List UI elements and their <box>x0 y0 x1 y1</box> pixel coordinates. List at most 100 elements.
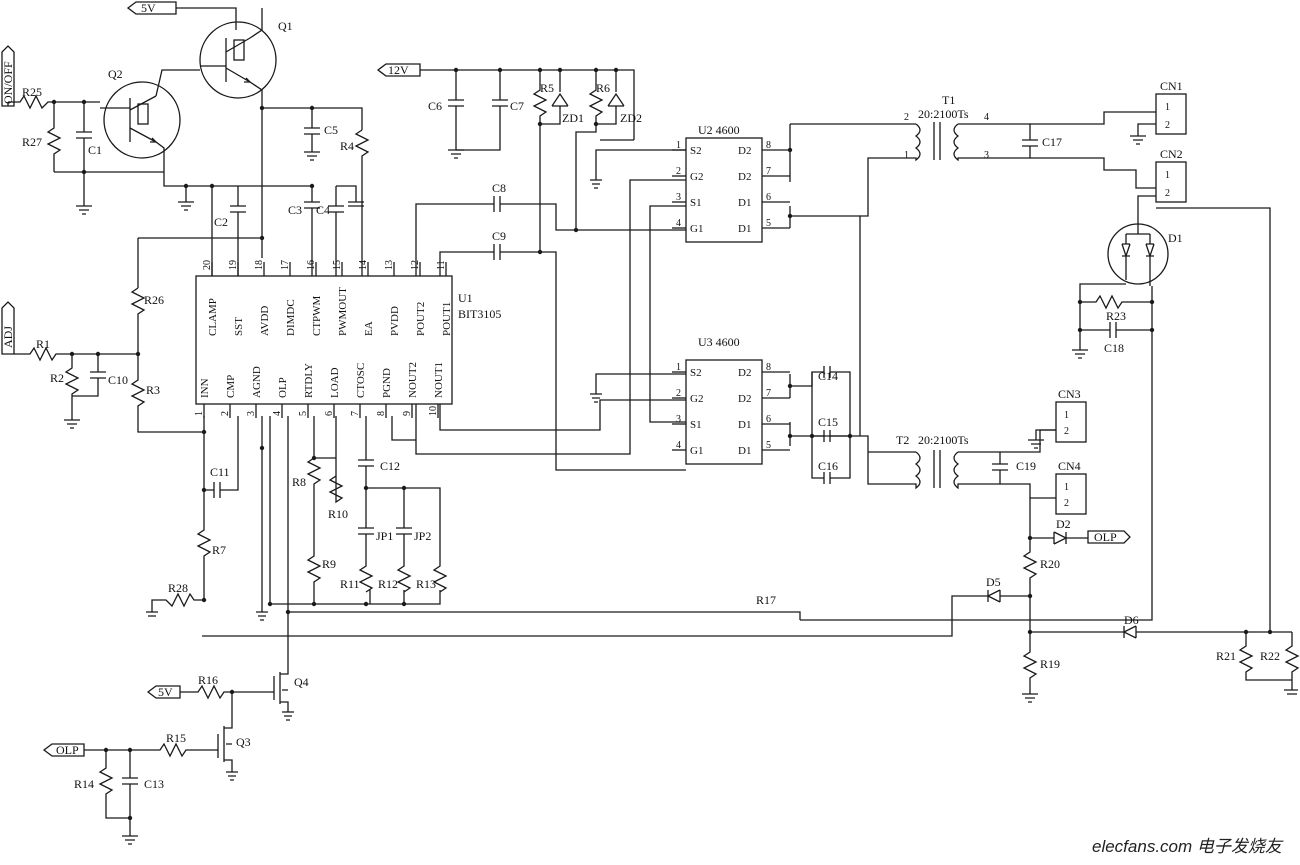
net-flag-olp-right: OLP <box>1087 530 1131 544</box>
mosfet-q4: R16 Q4 <box>180 666 309 726</box>
u1-pin-label: CTOSC <box>355 363 367 398</box>
u2-pin-label: G1 <box>690 223 703 235</box>
svg-text:C8: C8 <box>492 181 506 195</box>
transformer-t1: T1 20:2100Ts 2 1 4 3 C17 <box>902 93 1156 189</box>
svg-text:CN3: CN3 <box>1058 387 1081 401</box>
svg-text:OLP: OLP <box>56 743 79 757</box>
u2-pin-label: D1 <box>738 197 751 209</box>
u1-pin-label: POUT2 <box>415 302 427 336</box>
svg-text:C19: C19 <box>1016 459 1036 473</box>
mosfet-q3: Q3 <box>217 726 251 781</box>
connector-cn2: CN2 12 <box>1137 147 1271 632</box>
u1-pin-label: NOUT2 <box>407 362 419 398</box>
u3-pin-label: S2 <box>690 367 702 379</box>
svg-text:C18: C18 <box>1104 341 1124 355</box>
u1-pin-number: 19 <box>228 260 239 270</box>
u1-pin-number: 16 <box>306 260 317 270</box>
u1-pin-label: NOUT1 <box>433 362 445 398</box>
svg-text:C5: C5 <box>324 123 338 137</box>
svg-text:R23: R23 <box>1106 309 1126 323</box>
u2-pin-number: 1 <box>676 140 681 151</box>
u2-pin-number: 8 <box>766 140 771 151</box>
u2-pin-number: 2 <box>676 166 681 177</box>
u3-pin-number: 2 <box>676 388 681 399</box>
svg-text:C17: C17 <box>1042 135 1062 149</box>
u1-pin-label: PVDD <box>389 306 401 336</box>
svg-text:R6: R6 <box>596 81 610 95</box>
svg-text:4: 4 <box>984 112 989 123</box>
svg-text:R1: R1 <box>36 337 50 351</box>
u1-pin-label: AVDD <box>259 306 271 336</box>
u2-pin-number: 7 <box>766 166 771 177</box>
svg-text:C11: C11 <box>210 465 230 479</box>
u1-pin-label: INN <box>199 378 211 398</box>
svg-text:C14: C14 <box>818 369 838 383</box>
u2-pin-label: S1 <box>690 197 702 209</box>
svg-text:5V: 5V <box>158 685 173 699</box>
adj-input-network: R1 R2 C10 R26 R3 <box>14 287 205 433</box>
svg-text:R3: R3 <box>146 383 160 397</box>
svg-text:JP2: JP2 <box>414 529 431 543</box>
u1-pin-label: PWMOUT <box>337 287 349 336</box>
svg-text:ON/OFF: ON/OFF <box>1 61 15 104</box>
u3-pin-number: 4 <box>676 440 681 451</box>
u1-pin-number: 9 <box>402 411 413 416</box>
u2-pin-label: D2 <box>738 171 751 183</box>
svg-text:1: 1 <box>1064 482 1069 493</box>
svg-text:1: 1 <box>904 150 909 161</box>
connector-cn4: CN4 12 <box>1055 459 1087 515</box>
svg-text:Q3: Q3 <box>236 735 251 749</box>
svg-text:R28: R28 <box>168 581 188 595</box>
svg-text:BIT3105: BIT3105 <box>458 307 501 321</box>
u1-pin-label: PGND <box>381 368 393 398</box>
u2-pin-label: D1 <box>738 223 751 235</box>
svg-text:C4: C4 <box>316 203 330 217</box>
u1-bottom-pins: 1INN2CMP3AGND4OLP5RTDLY6LOAD7CTOSC8PGND9… <box>194 362 445 418</box>
u1-pin-number: 17 <box>280 260 291 270</box>
svg-text:Q1: Q1 <box>278 19 293 33</box>
connector-cn1: CN1 12 <box>1130 79 1187 145</box>
svg-text:C9: C9 <box>492 229 506 243</box>
svg-text:U2 4600: U2 4600 <box>698 123 740 137</box>
u3-pin-number: 5 <box>766 440 771 451</box>
svg-text:CN2: CN2 <box>1160 147 1183 161</box>
svg-text:2: 2 <box>1064 426 1069 437</box>
svg-text:1: 1 <box>1064 410 1069 421</box>
svg-text:Q4: Q4 <box>294 675 309 689</box>
svg-text:R7: R7 <box>212 543 226 557</box>
connector-cn3: CN3 1 2 <box>1028 387 1087 449</box>
u3-pin-number: 7 <box>766 388 771 399</box>
net-flag-olp-bottom: OLP <box>42 743 85 757</box>
u1-pin-label: OLP <box>277 377 289 398</box>
svg-text:R14: R14 <box>74 777 94 791</box>
u1-pin-label: DIMDC <box>285 299 297 336</box>
svg-text:C16: C16 <box>818 459 838 473</box>
svg-text:R15: R15 <box>166 731 186 745</box>
svg-text:R16: R16 <box>198 673 218 687</box>
avdd-rail: C5 R4 C3 C2 C4 <box>137 105 370 288</box>
svg-text:OLP: OLP <box>1094 530 1117 544</box>
svg-text:C2: C2 <box>214 215 228 229</box>
u1-pin-number: 3 <box>246 411 257 416</box>
svg-text:D2: D2 <box>1056 517 1071 531</box>
svg-text:C12: C12 <box>380 459 400 473</box>
svg-text:R26: R26 <box>144 293 164 307</box>
svg-text:R4: R4 <box>340 139 354 153</box>
u3-pin-label: D1 <box>738 419 751 431</box>
u3-pin-label: S1 <box>690 419 702 431</box>
svg-text:1: 1 <box>1165 170 1170 181</box>
net-flag-12v: 12V <box>376 63 421 77</box>
svg-text:C10: C10 <box>108 373 128 387</box>
u3-pin-label: D1 <box>738 445 751 457</box>
svg-text:T2: T2 <box>896 433 909 447</box>
svg-text:R5: R5 <box>540 81 554 95</box>
svg-text:R9: R9 <box>322 557 336 571</box>
svg-text:U1: U1 <box>458 291 473 305</box>
u1-pin-number: 4 <box>272 411 283 416</box>
svg-text:12V: 12V <box>388 63 409 77</box>
